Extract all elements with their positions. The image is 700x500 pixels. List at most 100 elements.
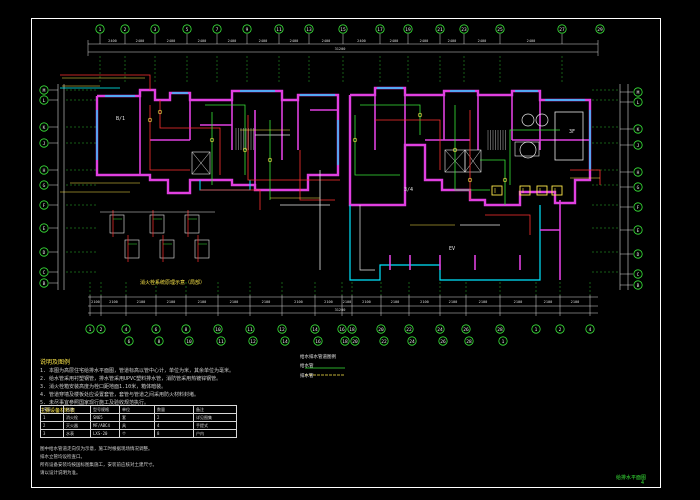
dimension-text: 2100 [167, 300, 176, 304]
grid-bubble-bottom-label: 11 [247, 327, 253, 333]
grid-bubble-top [435, 24, 445, 34]
grid-bubble-top-label: 11 [276, 27, 282, 33]
grid-bubble-bottom-label: 22 [381, 339, 387, 345]
grid-bubble-left [39, 180, 49, 190]
grid-bubble-top [403, 24, 413, 34]
grid-bubble-bottom [277, 324, 287, 334]
table-cell: 1 [40, 413, 64, 422]
grid-bubble-bottom [464, 336, 474, 346]
grid-bubble-bottom-label: 1 [89, 327, 92, 333]
legend-item: 给水管 [300, 364, 314, 369]
grid-bubble-bottom-label: 12 [250, 339, 256, 345]
table-row: 序号名称型号规格单位数量备注 [40, 405, 237, 414]
lower-wing-outline [359, 205, 375, 271]
grid-bubble-bottom-label: 28 [466, 339, 472, 345]
dimension-text: 2400 [108, 39, 117, 43]
grid-bubble-left-label: J [43, 141, 46, 147]
legend-title: 给水排水管道图例 [300, 355, 336, 360]
grid-bubble-top-label: 19 [405, 27, 411, 33]
grid-bubble-top [338, 24, 348, 34]
grid-bubble-left-label: L [43, 98, 46, 104]
pipe-run [149, 105, 190, 171]
dimension-text: 2400 [228, 39, 237, 43]
grid-bubble-top-label: 1 [99, 27, 102, 33]
table-cell: 灭火器 [63, 421, 91, 430]
hydrant-box [536, 185, 548, 196]
grid-bubble-top [375, 24, 385, 34]
grid-bubble-bottom [585, 324, 595, 334]
hydrant-box [519, 185, 531, 196]
dimension-text: 2400 [259, 39, 268, 43]
dimension-text: 2100 [109, 300, 118, 304]
grid-bubble-top [182, 24, 192, 34]
grid-bubble-bottom [376, 324, 386, 334]
table-cell: 2 [40, 421, 64, 430]
table-cell: 具 [119, 421, 155, 430]
pipe-run [299, 150, 335, 201]
sheet-title: 给排水平面图 [616, 475, 647, 481]
grid-bubble-bottom [555, 324, 565, 334]
elevator-shaft [464, 149, 482, 173]
notes-title: 说明及图例 [40, 359, 71, 366]
pipe-riser [352, 137, 358, 143]
pipe-run [360, 104, 421, 135]
pipe-run [60, 74, 151, 90]
dimension-text: 2100 [420, 300, 429, 304]
table-cell: 户内 [193, 429, 237, 438]
grid-bubble-bottom-label: 4 [589, 327, 592, 333]
grid-bubble-top-label: 17 [377, 27, 383, 33]
grid-bubble-bottom [245, 324, 255, 334]
grid-bubble-right [633, 87, 643, 97]
grid-bubble-top-label: 27 [559, 27, 565, 33]
grid-bubble-bottom [495, 324, 505, 334]
grid-bubble-top-label: 5 [186, 27, 189, 33]
grid-bubble-bottom-label: 6 [128, 339, 131, 345]
grid-bubble-bottom [96, 324, 106, 334]
dimension-text: 2100 [230, 300, 239, 304]
grid-bubble-left [39, 122, 49, 132]
grid-bubble-right-label: D [637, 252, 640, 258]
grid-bubble-right-label: E [637, 228, 640, 234]
pipe-riser [502, 177, 508, 183]
grid-bubble-left [39, 247, 49, 257]
grid-bubble-top [120, 24, 130, 34]
dimension-text: 2400 [420, 39, 429, 43]
grid-bubble-bottom [531, 324, 541, 334]
grid-bubble-bottom [121, 324, 131, 334]
grid-bubble-bottom [435, 324, 445, 334]
grid-bubble-bottom [213, 324, 223, 334]
pipe-run [200, 189, 261, 210]
grid-bubble-right-label: L [637, 100, 640, 106]
dimension-text: 2400 [448, 39, 457, 43]
pipe-run [205, 104, 246, 175]
table-cell: 单位 [119, 405, 155, 414]
grid-bubble-left-label: H [43, 168, 46, 174]
grid-bubble-bottom [461, 324, 471, 334]
note-line: 4. 管道穿墙及楼板处应设置套管，套管与管道之间采用防火材料封堵。 [40, 392, 200, 398]
dimension-text: 2100 [479, 300, 488, 304]
grid-bubble-right-label: G [637, 185, 640, 191]
grid-bubble-right-label: F [637, 205, 640, 211]
grid-bubble-left [39, 200, 49, 210]
grid-bubble-top [459, 24, 469, 34]
grid-bubble-left [39, 278, 49, 288]
grid-bubble-bottom [379, 336, 389, 346]
grid-bubble-right [633, 182, 643, 192]
grid-bubble-bottom-label: 2 [559, 327, 562, 333]
footnote-line: 图中给水管道走向仅为示意，施工时根据现场情况调整。 [40, 447, 153, 452]
dimension-text: 2100 [391, 300, 400, 304]
grid-bubble-bottom [85, 324, 95, 334]
dimension-text: 31200 [335, 308, 346, 312]
pipe-run [480, 159, 506, 205]
table-cell: 详见图集 [193, 413, 237, 422]
pipe-legend: 给水排水管道图例 给水管 排水管 [300, 354, 336, 380]
hydrant-box [551, 185, 563, 196]
water-tank [521, 113, 535, 127]
dimension-text: 2400 [167, 39, 176, 43]
pipe-riser [147, 117, 153, 123]
grid-bubble-top [212, 24, 222, 34]
grid-bubble-bottom [313, 336, 323, 346]
